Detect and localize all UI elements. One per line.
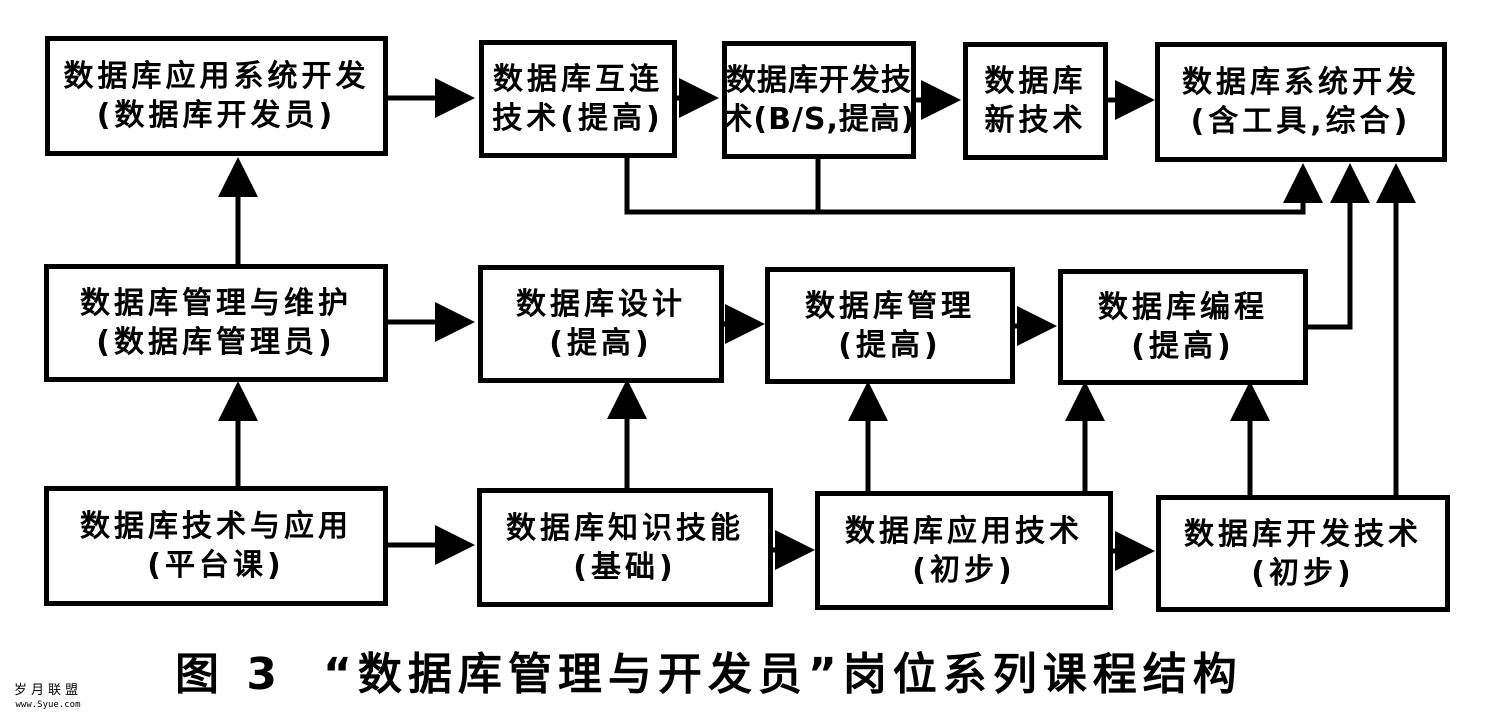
node-label-line1: 数据库应用技术 [845,513,1083,549]
node-label-line1: 数据库系统开发 [1182,65,1420,100]
node-dev-tech: 数据库开发技术 (初步) [1156,495,1450,612]
node-label-line1: 数据库管理 [805,288,975,324]
node-label-line1: 数据库互连 [493,62,663,97]
node-label-line2: (含工具,综合) [1190,104,1412,139]
node-label-line2: 术(B/S,提高) [722,102,916,137]
node-app-tech: 数据库应用技术 (初步) [815,491,1113,610]
node-programming: 数据库编程 (提高) [1058,269,1308,385]
node-label-line1: 数据库管理与维护 [80,286,352,321]
arrow-interconnect-dev-tech-bs-to-sys-dev [624,158,1323,215]
node-label-line2: (初步) [912,552,1016,588]
node-label-line1: 数据库开发技 [726,63,912,98]
node-dev-tech-bs: 数据库开发技 术(B/S,提高) [722,41,916,159]
node-app-dev: 数据库应用系统开发 (数据库开发员) [45,36,388,156]
node-label-line1: 数据库 [984,64,1087,99]
watermark: 岁月联盟 www.Syue.com [14,684,82,712]
node-design: 数据库设计 (提高) [478,265,724,383]
node-label-line1: 数据库知识技能 [506,510,744,546]
node-label-line2: (平台课) [147,548,285,583]
node-mgmt: 数据库管理 (提高) [765,267,1015,384]
node-label-line1: 数据库应用系统开发 [63,59,370,94]
node-label-line2: (提高) [838,327,942,363]
arrow-programming-to-sys-dev [1308,163,1370,330]
figure-caption: 图 3 “数据库管理与开发员”岗位系列课程结构 [175,638,1243,702]
node-label-line2: (提高) [1131,329,1235,364]
node-interconnect: 数据库互连 技术(提高) [479,40,677,158]
node-sys-dev: 数据库系统开发 (含工具,综合) [1155,42,1447,162]
node-label-line2: (数据库管理员) [96,325,336,360]
node-mgmt-maint: 数据库管理与维护 (数据库管理员) [44,264,388,382]
node-label-line2: (提高) [549,326,653,361]
node-label-line2: (基础) [573,549,677,585]
node-label-line1: 数据库技术与应用 [80,509,352,544]
node-knowledge: 数据库知识技能 (基础) [477,488,773,607]
watermark-title: 岁月联盟 [14,683,83,698]
watermark-url: www.Syue.com [15,700,81,710]
node-label-line2: (初步) [1251,555,1355,591]
node-label-line1: 数据库开发技术 [1184,516,1422,552]
node-tech-app: 数据库技术与应用 (平台课) [44,486,388,606]
figure-title: “数据库管理与开发员”岗位系列课程结构 [322,649,1243,700]
node-label-line2: (数据库开发员) [96,98,337,133]
node-new-tech: 数据库 新技术 [963,42,1108,160]
node-label-line2: 技术(提高) [492,101,664,136]
node-label-line1: 数据库编程 [1098,290,1268,325]
node-label-line2: 新技术 [984,103,1087,138]
node-label-line1: 数据库设计 [516,287,686,322]
figure-number: 图 3 [175,649,283,700]
